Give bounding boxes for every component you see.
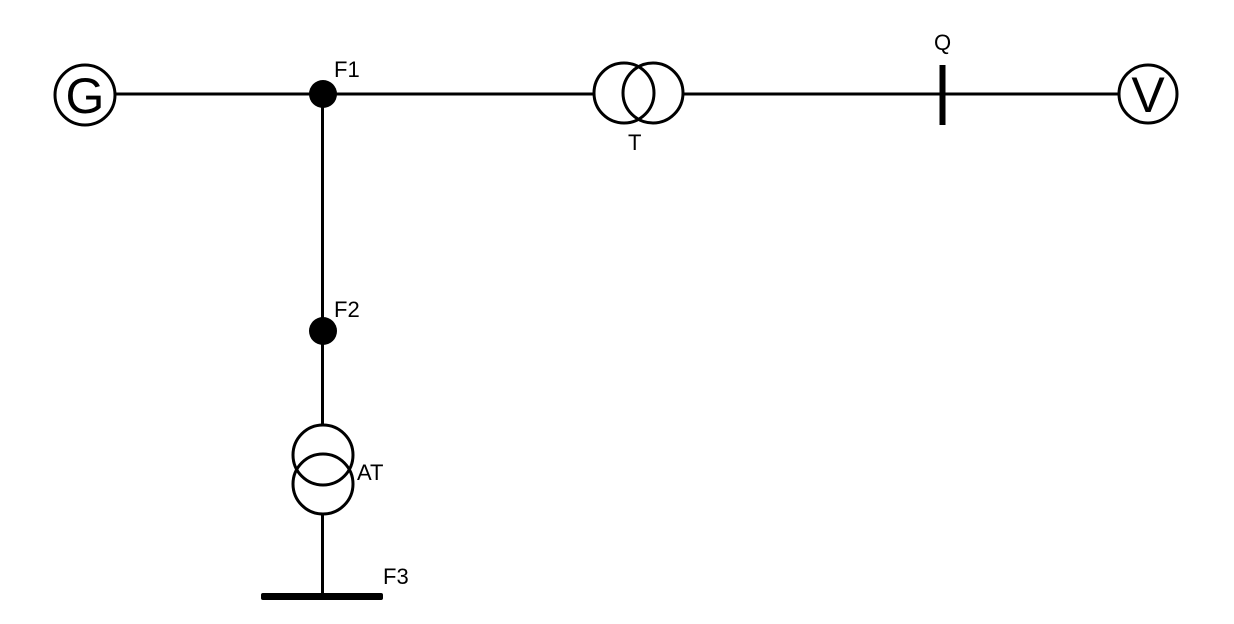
ground-bar-icon bbox=[261, 593, 383, 600]
voltmeter-label: V bbox=[1131, 67, 1165, 123]
autotransformer-upper-winding-icon bbox=[291, 423, 355, 487]
voltmeter-circle-icon bbox=[1117, 63, 1179, 125]
fault-f2-label: F2 bbox=[334, 297, 360, 322]
fault-f1-label: F1 bbox=[334, 57, 360, 82]
transformer-secondary-winding-icon bbox=[621, 61, 685, 125]
fault-node-f2-icon bbox=[309, 317, 337, 345]
fault-f3-label: F3 bbox=[383, 564, 409, 589]
breaker-label: Q bbox=[934, 30, 951, 55]
generator-label: G bbox=[66, 68, 105, 124]
autotransformer-lower-winding-icon bbox=[291, 452, 355, 516]
generator-circle-icon bbox=[53, 63, 117, 127]
fault-node-f1-icon bbox=[309, 80, 337, 108]
autotransformer-label: AT bbox=[357, 460, 383, 485]
transformer-label: T bbox=[628, 130, 641, 155]
breaker-bar-icon bbox=[939, 65, 946, 125]
transformer-primary-winding-icon bbox=[592, 61, 656, 125]
